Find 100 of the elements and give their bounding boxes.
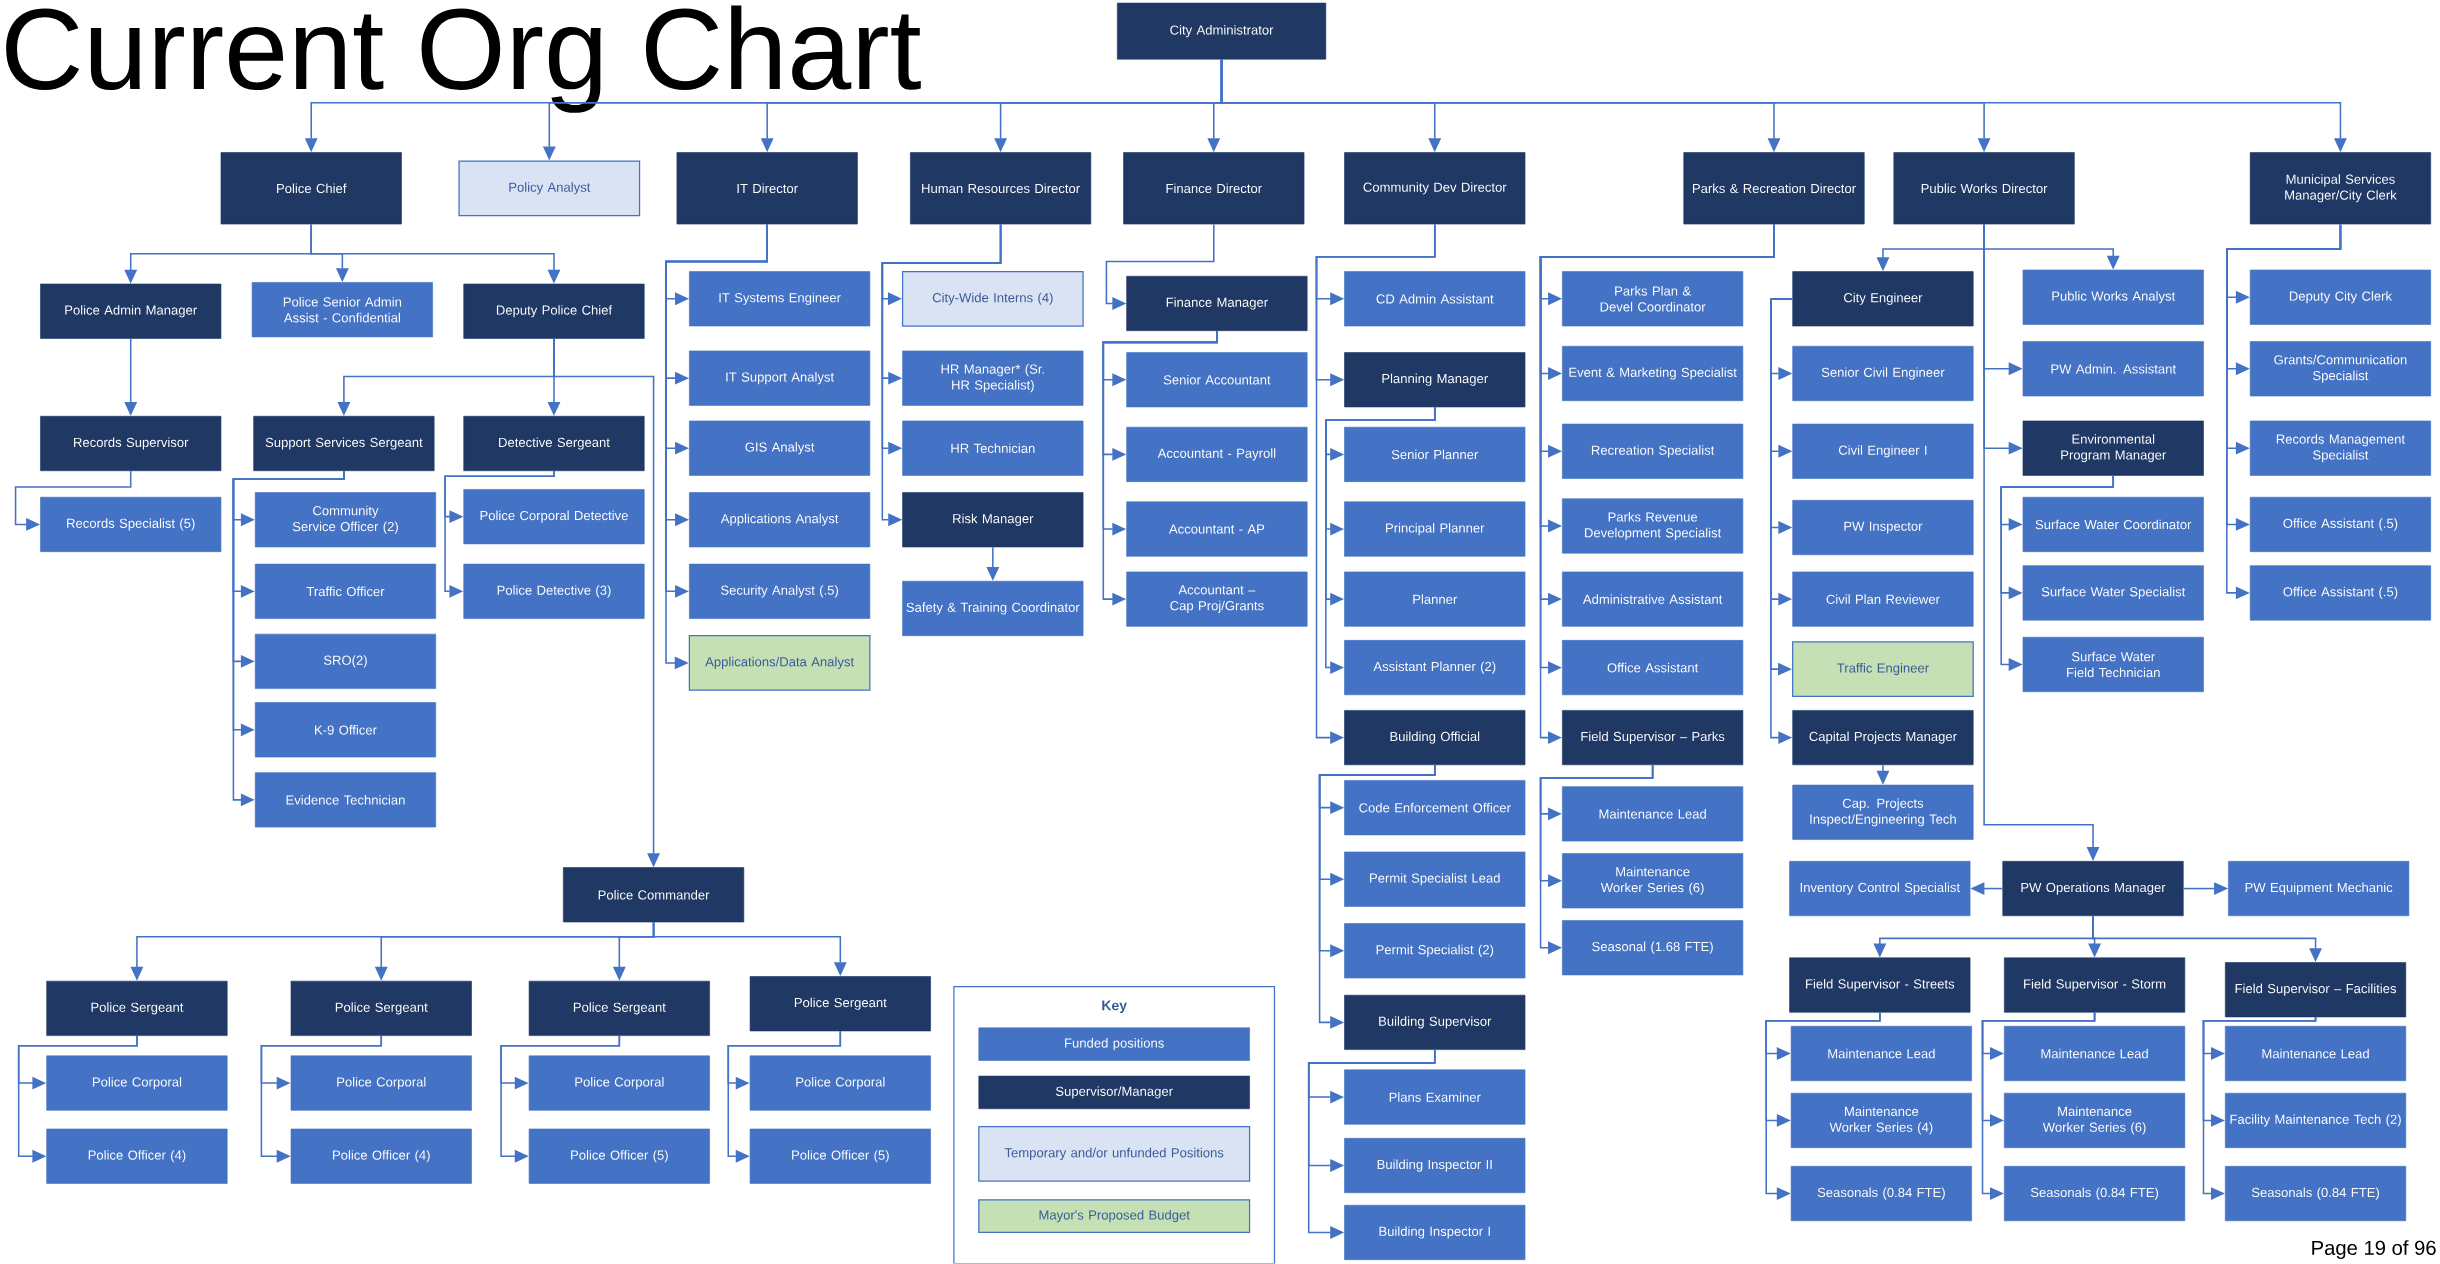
position-box: Capital Projects Manager — [1792, 710, 1974, 766]
position-box: Finance Manager — [1126, 276, 1308, 332]
position-box: Municipal Services Manager/City Clerk — [2249, 152, 2431, 225]
position-box: Police Officer (5) — [528, 1128, 710, 1184]
position-box: Grants/Communication Specialist — [2249, 341, 2431, 397]
legend-label: Mayor's Proposed Budget — [1039, 1210, 1190, 1223]
position-box: Maintenance Lead — [2004, 1026, 2186, 1082]
position-box: Maintenance Worker Series (4) — [1790, 1093, 1972, 1149]
arrow — [500, 1035, 621, 1163]
position-box: Police Corporal Detective — [463, 489, 645, 545]
position-box: Accountant – Cap Proj/Grants — [1126, 571, 1308, 627]
position-box: Maintenance Worker Series (6) — [2004, 1093, 2186, 1149]
position-box: Finance Director — [1123, 152, 1305, 225]
position-box: Applications/Data Analyst — [688, 635, 871, 691]
arrow — [17, 1035, 138, 1163]
arrow — [260, 1035, 383, 1163]
position-box: Event & Marketing Specialist — [1562, 346, 1744, 402]
position-box: CD Admin Assistant — [1344, 271, 1526, 327]
position-box: Maintenance Lead — [1790, 1026, 1972, 1082]
position-box: Inventory Control Specialist — [1789, 861, 1971, 917]
position-box: Community Dev Director — [1344, 152, 1526, 225]
position-box: Civil Plan Reviewer — [1792, 571, 1974, 627]
key-heading: Key — [1102, 1000, 1127, 1014]
position-box: Parks Revenue Development Specialist — [1562, 498, 1744, 554]
position-box: Parks & Recreation Director — [1683, 152, 1865, 225]
position-box: Community Service Officer (2) — [254, 492, 437, 548]
position-box: Field Supervisor - Storm — [2004, 957, 2186, 1013]
position-box: Seasonal (1.68 FTE) — [1562, 920, 1744, 976]
position-box: Security Analyst (.5) — [689, 564, 871, 620]
position-box: Support Services Sergeant — [253, 416, 435, 472]
position-box: Permit Specialist (2) — [1344, 923, 1526, 979]
position-box: PW Admin. Assistant — [2022, 341, 2204, 397]
position-box: Police Sergeant — [749, 976, 931, 1032]
position-box: Evidence Technician — [254, 772, 437, 828]
position-box: Civil Engineer I — [1792, 423, 1974, 480]
position-box: Police Corporal — [290, 1055, 472, 1111]
position-box: Field Supervisor – Facilities — [2225, 962, 2407, 1018]
position-box: Public Works Director — [1893, 152, 2075, 225]
position-box: Deputy Police Chief — [463, 283, 645, 339]
arrow — [665, 223, 768, 670]
legend-label: Supervisor/Manager — [1055, 1086, 1173, 1099]
position-box: Permit Specialist Lead — [1344, 851, 1526, 907]
position-box: HR Technician — [902, 420, 1084, 476]
position-box: Applications Analyst — [689, 492, 871, 548]
arrow — [727, 1030, 842, 1163]
position-box: IT Support Analyst — [689, 350, 871, 406]
position-box: PW Inspector — [1792, 500, 1974, 556]
position-box: Senior Civil Engineer — [1792, 346, 1974, 402]
position-box: Traffic Officer — [254, 564, 437, 620]
position-box: Facility Maintenance Tech (2) — [2225, 1093, 2407, 1149]
position-box: Recreation Specialist — [1562, 423, 1744, 480]
position-box: PW Equipment Mechanic — [2228, 861, 2410, 917]
position-box: Building Inspector I — [1344, 1205, 1526, 1261]
position-box: Accountant - AP — [1126, 501, 1308, 557]
position-box: Records Supervisor — [40, 416, 222, 472]
position-box: Public Works Analyst — [2022, 269, 2204, 325]
position-box: Police Officer (4) — [46, 1128, 228, 1184]
position-box: Seasonals (0.84 FTE) — [1790, 1166, 1972, 1222]
position-box: Police Sergeant — [46, 981, 228, 1037]
position-box: Maintenance Worker Series (6) — [1562, 853, 1744, 909]
page-title: Current Org Chart — [6, 5, 921, 113]
position-box: Police Officer (4) — [290, 1128, 472, 1184]
position-box: Building Inspector II — [1344, 1138, 1526, 1194]
position-box: IT Systems Engineer — [689, 271, 871, 327]
position-box: Parks Plan & Devel Coordinator — [1562, 271, 1744, 327]
position-box: Principal Planner — [1344, 501, 1526, 557]
position-box: Code Enforcement Officer — [1344, 780, 1526, 836]
position-box: Senior Planner — [1344, 427, 1526, 483]
position-box: Environmental Program Manager — [2022, 420, 2204, 476]
position-box: Safety & Training Coordinator — [902, 581, 1084, 637]
position-box: Office Assistant — [1562, 640, 1744, 696]
position-box: HR Manager* (Sr. HR Specialist) — [902, 350, 1084, 406]
position-box: Police Commander — [563, 867, 745, 923]
position-box: Police Detective (3) — [463, 564, 645, 620]
position-box: Plans Examiner — [1344, 1069, 1526, 1125]
position-box: Police Corporal — [46, 1055, 228, 1111]
position-box: SRO(2) — [254, 634, 437, 690]
position-box: City Administrator — [1117, 3, 1327, 60]
position-box: Administrative Assistant — [1562, 571, 1744, 627]
position-box: Risk Manager — [902, 492, 1084, 548]
position-box: Office Assistant (.5) — [2249, 497, 2431, 553]
position-box: Records Management Specialist — [2249, 420, 2431, 476]
position-box: Maintenance Lead — [2225, 1026, 2407, 1082]
legend-label: Temporary and/or unfunded Positions — [1004, 1148, 1224, 1161]
position-box: Building Official — [1344, 710, 1526, 766]
page-number: Page 19 of 96 — [2312, 1240, 2436, 1260]
position-box: Assistant Planner (2) — [1344, 640, 1526, 696]
position-box: Field Supervisor - Streets — [1789, 957, 1971, 1013]
position-box: Surface Water Coordinator — [2022, 497, 2204, 553]
position-box: Police Officer (5) — [749, 1128, 931, 1184]
position-box: Cap. Projects Inspect/Engineering Tech — [1792, 784, 1974, 841]
arrow — [444, 470, 555, 598]
position-box: Planning Manager — [1344, 352, 1526, 408]
position-box: PW Operations Manager — [2002, 861, 2184, 917]
position-box: Police Corporal — [749, 1055, 931, 1111]
position-box: IT Director — [676, 152, 858, 225]
position-box: Surface Water Field Technician — [2022, 637, 2204, 693]
position-box: Police Senior Admin Assist - Confidential — [251, 282, 433, 338]
position-box: City Engineer — [1792, 271, 1974, 327]
arrow — [1102, 330, 1218, 606]
